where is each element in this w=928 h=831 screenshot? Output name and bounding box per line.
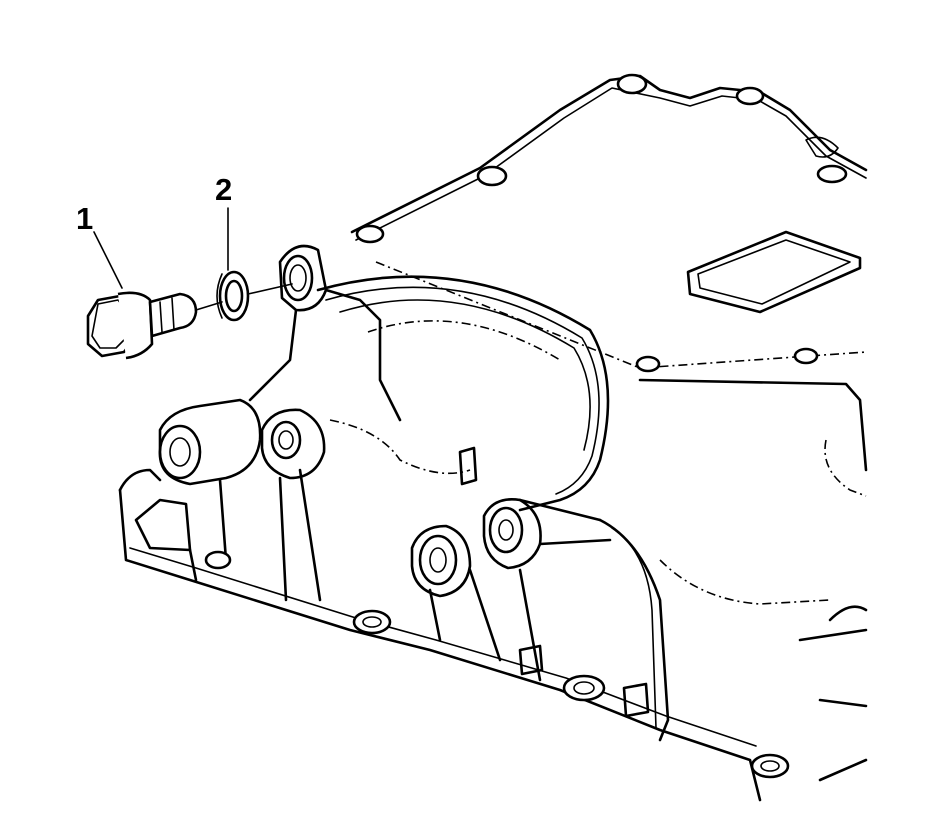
callout-1-label: 1 bbox=[76, 201, 94, 236]
oil-pan-front-face bbox=[316, 275, 868, 742]
mounting-bosses bbox=[158, 244, 612, 598]
leader-lines bbox=[93, 207, 293, 311]
oil-pan-top-surface bbox=[350, 73, 868, 373]
callout-2-label: 2 bbox=[215, 172, 233, 207]
bolt-icon bbox=[86, 291, 198, 360]
washer-icon bbox=[216, 270, 250, 322]
oil-pan-lower-flange bbox=[118, 446, 868, 802]
